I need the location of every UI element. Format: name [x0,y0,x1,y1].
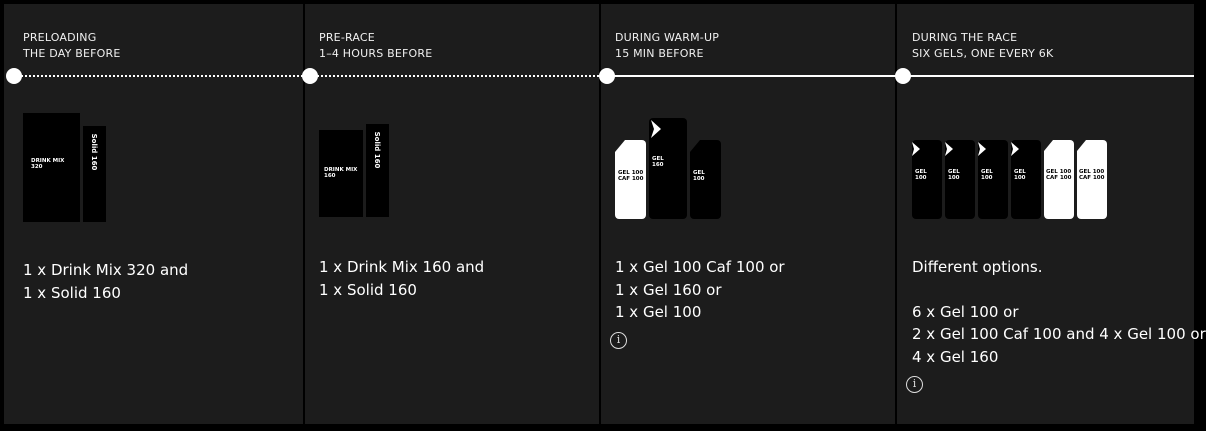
drink-mix-320-pack: DRINK MIX 320 [23,113,80,222]
gel-label: GEL 100 [915,169,927,181]
solid-label: Solid 160 [373,131,381,169]
solid-160-bar: Solid 160 [366,124,389,217]
gel-notch-icon [615,140,625,152]
gel-100: GEL 100 [945,140,975,219]
gel-label: GEL 100 CAF 100 [1079,169,1105,181]
gel-100: GEL 100 [1011,140,1041,219]
gel-100-caf-100: GEL 100 CAF 100 [1077,140,1107,219]
info-icon[interactable]: i [610,332,627,349]
gel-chevron-icon [945,142,953,156]
gel-chevron-icon [978,142,986,156]
gel-label: GEL 160 [652,156,664,168]
gel-chevron-icon [651,120,661,138]
solid-label: Solid 160 [90,133,98,171]
gel-label: GEL 100 CAF 100 [618,170,644,182]
drink-mix-label: DRINK MIX 160 [324,167,358,179]
gel-100: GEL 100 [690,140,721,219]
gel-chevron-icon [912,142,920,156]
gel-100: GEL 100 [978,140,1008,219]
timeline-dot-warm-up [599,68,615,84]
gel-label: GEL 100 [693,170,705,182]
gel-notch-icon [1077,140,1086,151]
gel-notch-icon [1044,140,1053,151]
timeline-dot-preloading [6,68,22,84]
gel-label: GEL 100 CAF 100 [1046,169,1072,181]
info-icon[interactable]: i [906,376,923,393]
solid-160-bar: Solid 160 [83,126,106,222]
gel-100-caf-100: GEL 100 CAF 100 [1044,140,1074,219]
gel-160: GEL 160 [649,118,687,219]
gel-label: GEL 100 [1014,169,1026,181]
gel-chevron-icon [1011,142,1019,156]
drink-mix-160-pack: DRINK MIX 160 [319,130,363,217]
gel-100: GEL 100 [912,140,942,219]
timeline-dot-race [895,68,911,84]
gel-100-caf-100: GEL 100 CAF 100 [615,140,646,219]
gel-label: GEL 100 [981,169,993,181]
drink-mix-label: DRINK MIX 320 [31,158,65,170]
timeline-dot-pre-race [302,68,318,84]
gel-label: GEL 100 [948,169,960,181]
gel-notch-icon [690,140,700,152]
